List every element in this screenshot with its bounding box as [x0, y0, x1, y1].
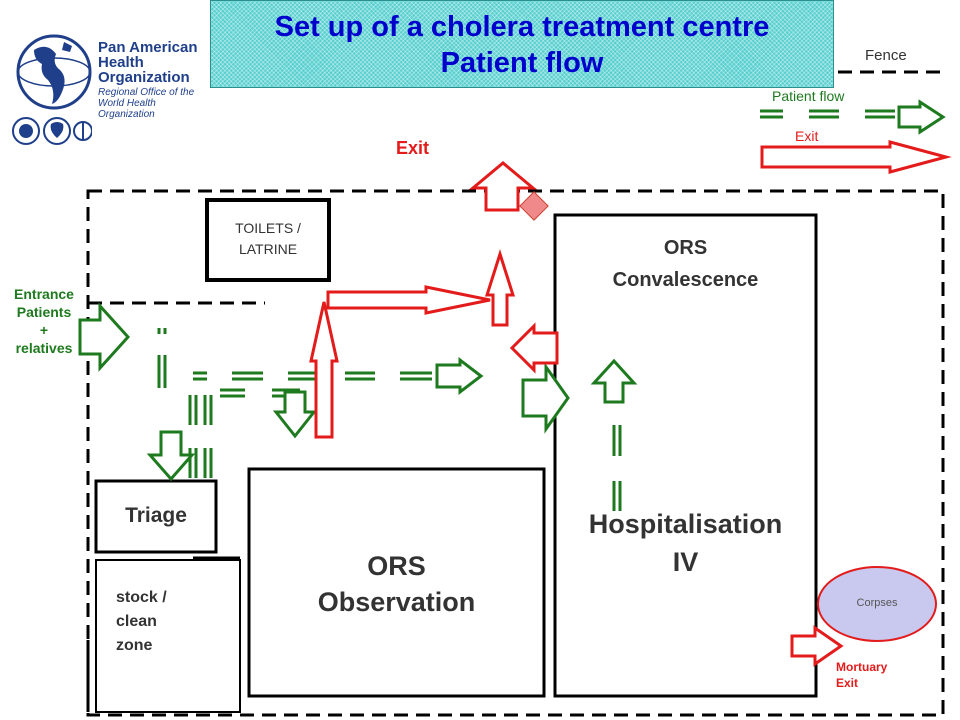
stock-label-line-2: clean [116, 613, 157, 630]
legend-flow-arrow-icon [897, 99, 946, 135]
convalescence-exit-arrow-icon [509, 322, 559, 374]
exit-top-arrow-icon [468, 161, 538, 212]
mortuary-exit-line-1: Mortuary [836, 660, 888, 674]
toilets-label: TOILETS / LATRINE [207, 218, 329, 260]
corridor-arrow-icon [435, 356, 484, 396]
paho-logo: Pan American Health Organization Regiona… [12, 30, 212, 150]
ors-convalescence-hosp-room [553, 213, 818, 698]
ors-convalescence-line-1: ORS [663, 237, 708, 259]
exit-top-label: Exit [396, 138, 430, 158]
stock-label: stock / clean zone [116, 586, 167, 658]
corpses-label: Corpses [856, 597, 898, 609]
logo-sub-line-2: World Health Organization [98, 98, 156, 120]
corpses-zone [817, 566, 937, 642]
stock-room [95, 559, 241, 713]
logo-sub-line-1: Regional Office of the [98, 87, 195, 98]
triage-room [94, 479, 218, 554]
toilets-room [205, 198, 331, 282]
title-banner: Set up of a cholera treatment centre Pat… [210, 0, 834, 88]
hospitalisation-line-2: IV [672, 547, 699, 577]
observation-up-arrow-icon [309, 301, 339, 439]
legend-exit-arrow-icon [760, 140, 952, 174]
mortuary-exit-label: Mortuary Exit [836, 659, 887, 691]
ors-convalescence-label: ORS Convalescence [555, 232, 816, 296]
logo-org-line-3: Organization [98, 69, 190, 86]
observation-arrow-icon [272, 390, 318, 439]
mortuary-exit-line-2: Exit [836, 676, 859, 690]
toilets-label-line-1: TOILETS / [235, 220, 301, 236]
logo-org-line-1: Pan American [98, 39, 198, 56]
exit-up-arrow-icon [484, 249, 516, 327]
triage-label: Triage [125, 504, 187, 527]
exit-arrows [309, 140, 952, 667]
ors-observation-room [247, 467, 546, 698]
stock-label-line-1: stock / [116, 589, 167, 606]
entrance-label: Entrance Patients + relatives [0, 285, 88, 357]
emblems-icon [12, 117, 92, 145]
convalescence-up-arrow-icon [590, 358, 638, 404]
hospitalisation-entry-arrow-icon [521, 362, 570, 434]
hospitalisation-line-1: Hospitalisation [588, 509, 783, 539]
ors-observation-label: ORS Observation [249, 548, 544, 620]
hospitalisation-label: Hospitalisation IV [555, 505, 816, 581]
title-line-2: Patient flow [440, 47, 604, 79]
legend-fence-label: Fence [865, 47, 907, 64]
entrance-label-line-4: relatives [15, 340, 73, 356]
toilets-label-line-2: LATRINE [238, 241, 298, 257]
entrance-label-line-2: Patients [16, 304, 72, 320]
ors-observation-line-2: Observation [317, 587, 476, 617]
ors-observation-line-1: ORS [367, 551, 426, 581]
logo-org-line-2: Health [98, 54, 144, 71]
mortuary-exit-arrow-icon [790, 625, 844, 667]
globe-logo-icon [16, 34, 92, 110]
patient-flow-arrows [78, 99, 946, 482]
exit-marker-icon [519, 191, 549, 221]
entrance-arrow-icon [78, 302, 131, 372]
title-line-1: Set up of a cholera treatment centre [274, 11, 770, 43]
toilets-right-arrow-icon [326, 285, 491, 315]
entrance-label-line-3: + [39, 322, 49, 338]
legend-patient-flow-label: Patient flow [772, 88, 845, 104]
entrance-label-line-1: Entrance [14, 286, 74, 302]
legend-exit-label: Exit [795, 128, 819, 144]
stock-label-line-3: zone [116, 637, 153, 654]
ors-convalescence-line-2: Convalescence [612, 269, 759, 291]
patient-flow-lines [157, 109, 895, 511]
triage-arrow-icon [146, 430, 196, 482]
